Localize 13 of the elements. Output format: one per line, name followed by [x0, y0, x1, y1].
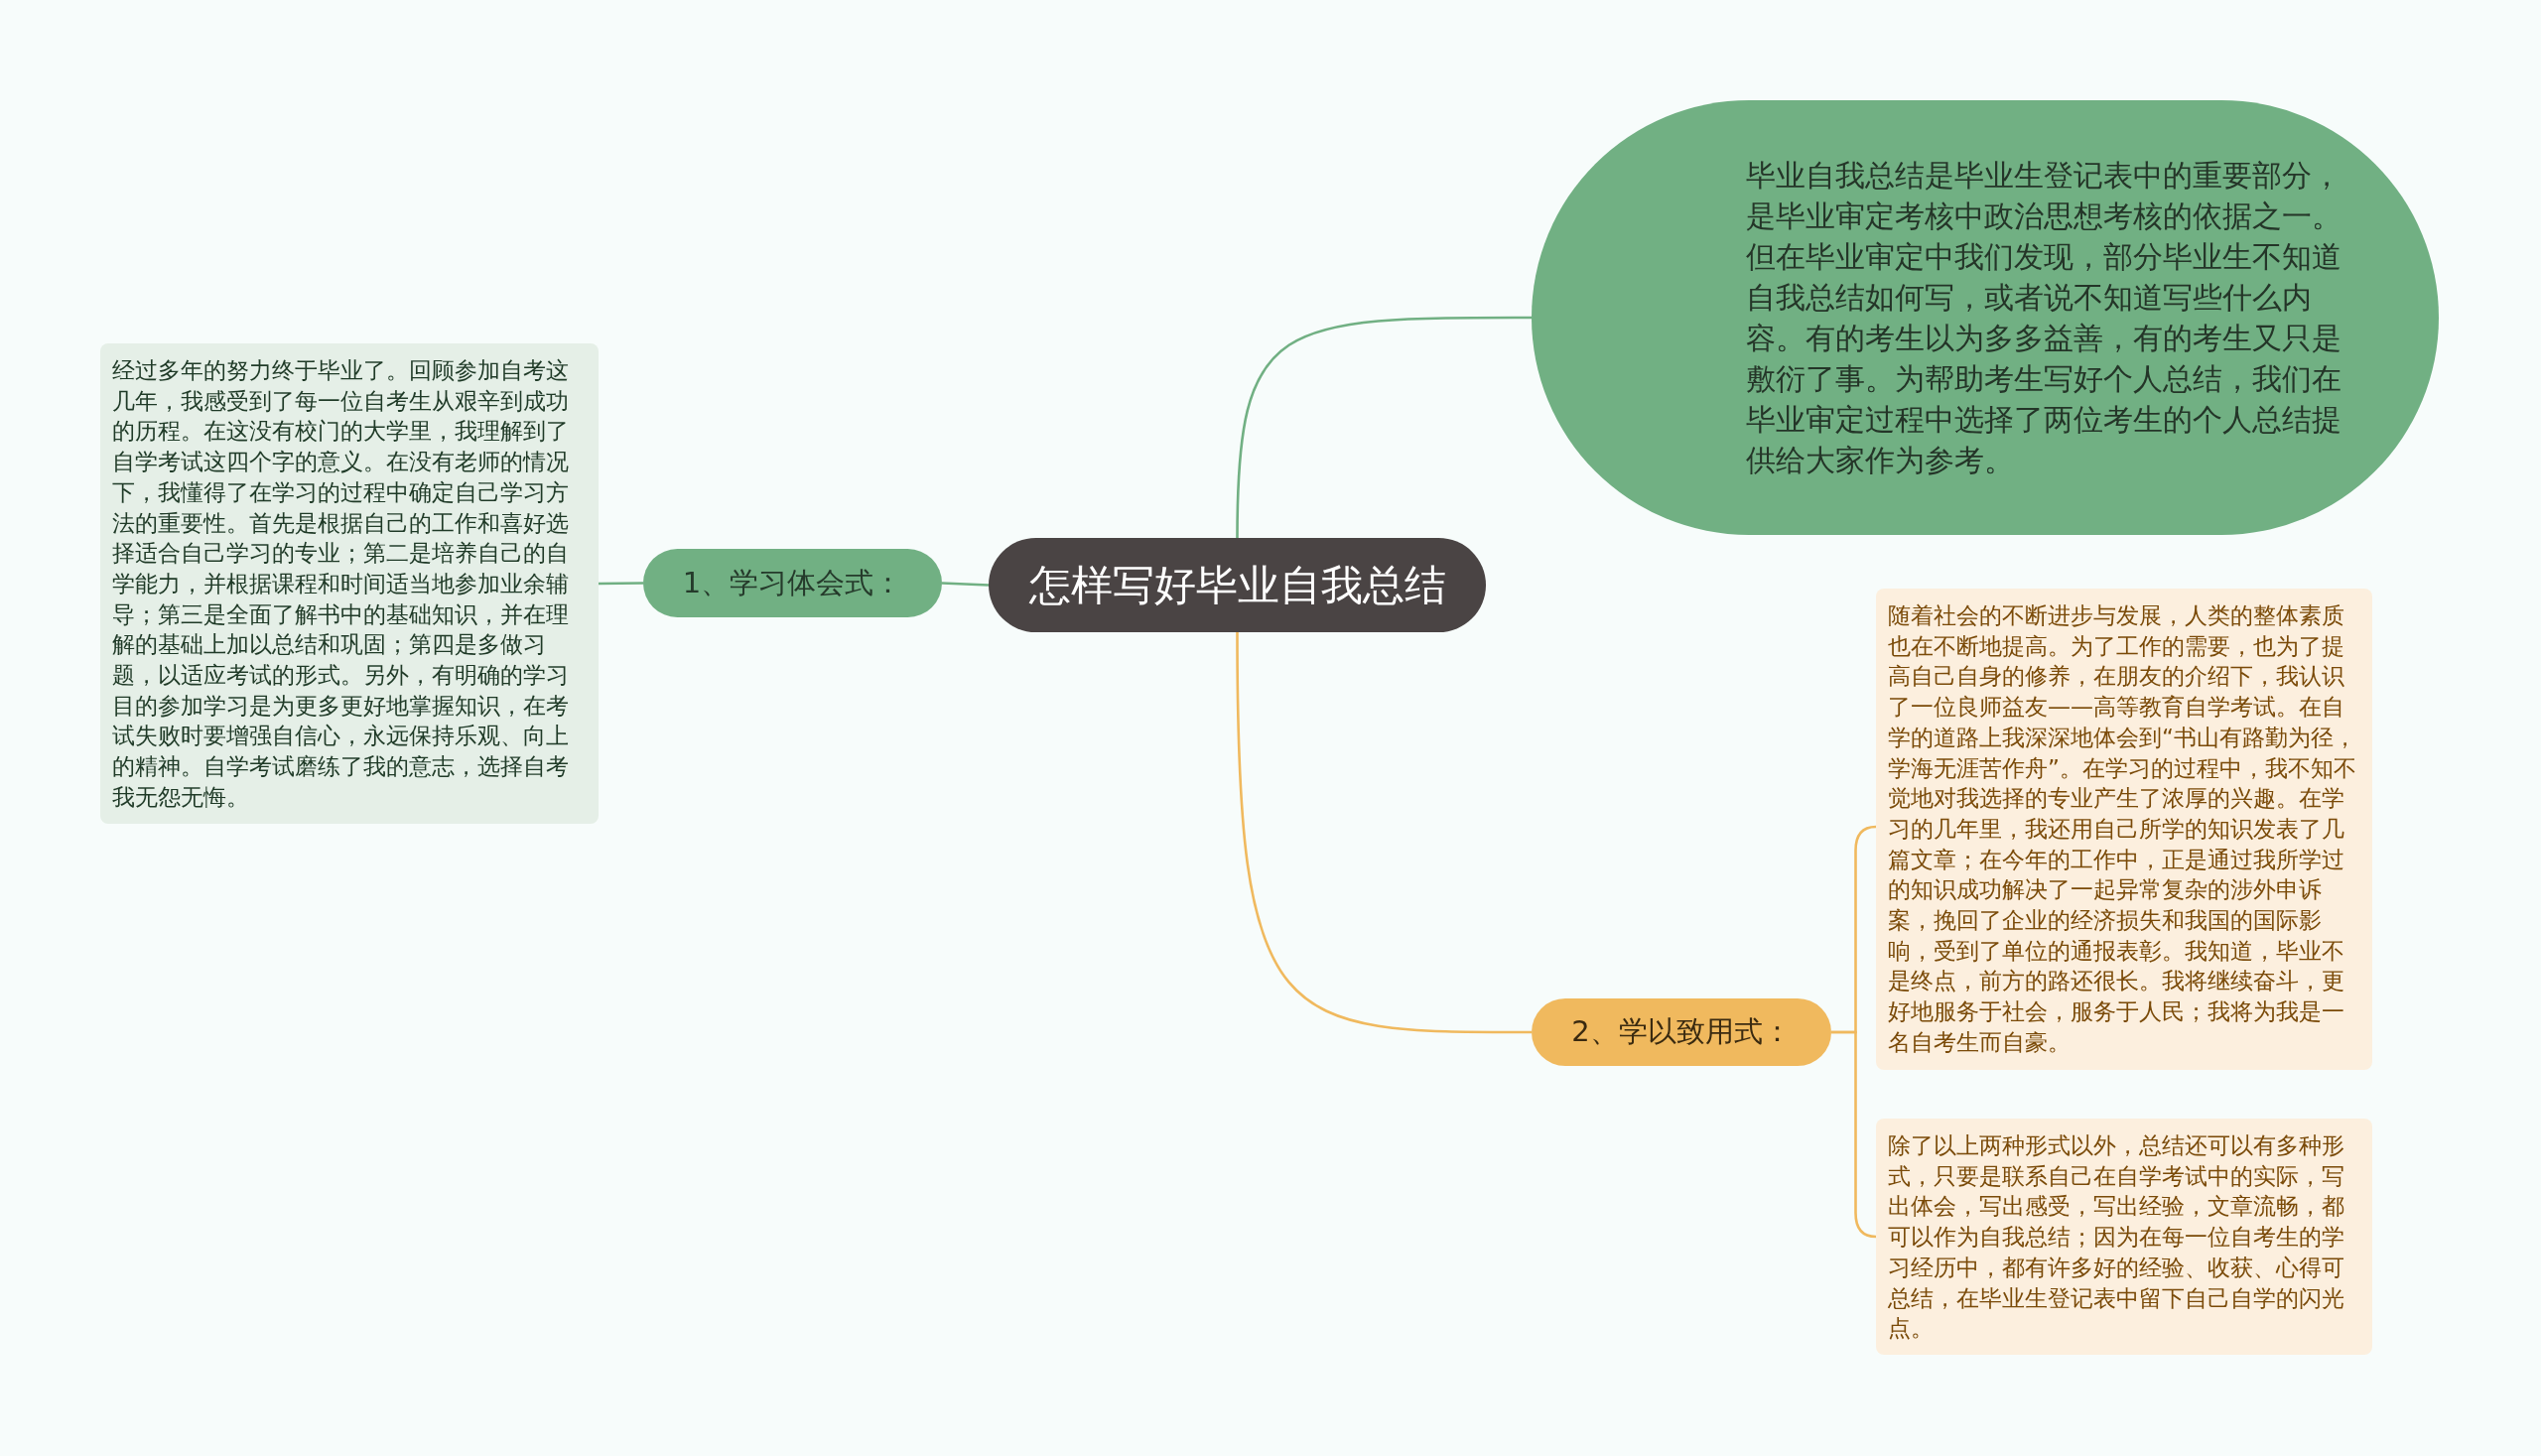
connector-line: [1236, 316, 1532, 539]
text-card: [1876, 1119, 2372, 1355]
node-text: 经过多年的努力终于毕业了。回顾参加自考这几年，我感受到了每一位自考生从艰辛到成功的历程。在这没有校门的大学里，我理解到了自学考试这四个字的意义。在没有老师的情况下，我懂得了在学习的过程中确定自己学习方法的重要性。首先是根据自己的工作和喜好选择适合自己学习的专业；第二是培养自己的自学能力，并根据课程和时间适当地参加业余辅导；第三是全面了解书中的基础知识，并在理解的基础上加以总结和巩固；第四是多做习题，以适应考试的形式。另外，有明确的学习目的参加学习是为更多更好地掌握知识，在考试失败时要增强自信心，永远保持乐观、向上的精神。自学考试磨练了我的意志，选择自考我无怨无悔。: [112, 356, 570, 812]
node-text: 毕业自我总结是毕业生登记表中的重要部分，是毕业审定考核中政治思想考核的依据之一。但在毕业审定中我们发现，部分毕业生不知道自我总结如何写，或者说不知道写些什么内容。有的考生以为多多益善，有的考生又只是敷衍了事。为帮助考生写好个人总结，我们在毕业审定过程中选择了两位考生的个人总结提供给大家作为参考。: [1746, 157, 2342, 479]
node-text: 怎样写好毕业自我总结: [1028, 559, 1446, 611]
node-text: 除了以上两种形式以外，总结还可以有多种形式，只要是联系自己在自学考试中的实际，写出体会，写出感受，写出经验，文章流畅，都可以作为自我总结；因为在每一位自考生的学习经历中，都有许多好的经验、收获、心得可总结，在毕业生登记表中留下自己自学的闪光点。: [1888, 1131, 2345, 1344]
node-text: 1、学习体会式：: [682, 564, 903, 601]
connector-line: [1236, 632, 1532, 1034]
node-text: 随着社会的不断进步与发展，人类的整体素质也在不断地提高。为了工作的需要，也为了提高自己自身的修养，在朋友的介绍下，我认识了一位良师益友——高等教育自学考试。在自学的道路上我深深地体会到“书山有路勤为径，学海无涯苦作舟”。在学习的过程中，我不知不觉地对我选择的专业产生了浓厚的兴趣。在学习的几年里，我还用自己所学的知识发表了几篇文章；在今年的工作中，正是通过我所学过的知识成功解决了一起异常复杂的涉外申诉案，挽回了企业的经济损失和我国的国际影响，受到了单位的通报表彰。我知道，毕业不是终点，前方的路还很长。我将继续奋斗，更好地服务于社会，服务于人民；我将为我是一名自考生而自豪。: [1888, 601, 2357, 1057]
connector-line: [599, 582, 643, 586]
connector-line: [1831, 1030, 1877, 1239]
node-text: 2、学以致用式：: [1571, 1013, 1792, 1050]
connector-line: [941, 582, 990, 587]
